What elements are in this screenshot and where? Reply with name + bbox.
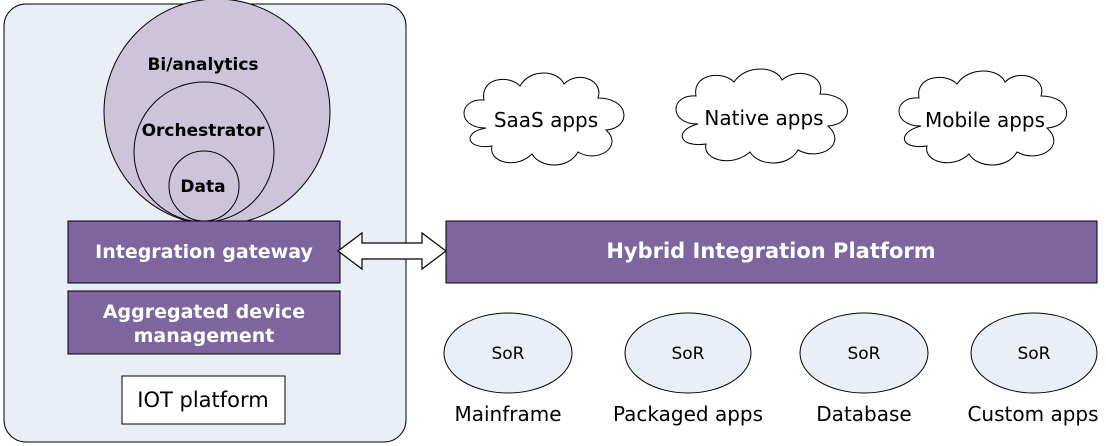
aggregated-device-label-line2: management bbox=[134, 325, 275, 347]
sor-badge: SoR bbox=[671, 344, 704, 364]
iot-platform-label: IOT platform bbox=[137, 388, 268, 412]
sor-packaged-apps: SoR Packaged apps bbox=[613, 312, 763, 426]
aggregated-device-label-line1: Aggregated device bbox=[103, 301, 305, 323]
cloud-native-label: Native apps bbox=[704, 106, 823, 130]
iot-platform-label-box bbox=[121, 375, 286, 425]
sor-badge: SoR bbox=[491, 344, 524, 364]
sor-ellipse bbox=[799, 312, 929, 394]
sor-badge: SoR bbox=[847, 344, 880, 364]
sor-ellipse bbox=[624, 312, 752, 394]
cloud-mobile-label: Mobile apps bbox=[925, 108, 1045, 132]
hybrid-integration-platform-label: Hybrid Integration Platform bbox=[606, 239, 935, 263]
aggregated-device-management-bar bbox=[67, 290, 341, 355]
cloud-saas-label: SaaS apps bbox=[494, 108, 598, 132]
sor-ellipse bbox=[970, 312, 1098, 394]
cloud-icon bbox=[675, 68, 848, 164]
sor-label: Database bbox=[816, 402, 911, 426]
sor-mainframe: SoR Mainframe bbox=[443, 312, 573, 426]
cloud-mobile: Mobile apps bbox=[898, 70, 1067, 166]
cloud-icon bbox=[463, 72, 625, 166]
orchestrator-label: Orchestrator bbox=[142, 121, 265, 141]
integration-gateway-bar bbox=[67, 220, 341, 284]
sor-custom-apps: SoR Custom apps bbox=[967, 312, 1099, 426]
sor-label: Custom apps bbox=[967, 402, 1098, 426]
sor-ellipse bbox=[443, 312, 573, 394]
data-label: Data bbox=[180, 177, 225, 197]
cloud-saas: SaaS apps bbox=[463, 72, 625, 166]
sor-label: Mainframe bbox=[454, 402, 561, 426]
sor-label: Packaged apps bbox=[613, 402, 763, 426]
sor-database: SoR Database bbox=[799, 312, 929, 426]
cloud-icon bbox=[898, 70, 1067, 166]
hybrid-integration-platform-bar bbox=[445, 220, 1098, 284]
integration-gateway-label: Integration gateway bbox=[95, 241, 313, 263]
sor-badge: SoR bbox=[1017, 344, 1050, 364]
cloud-native: Native apps bbox=[675, 68, 848, 164]
bi-analytics-label: Bi/analytics bbox=[147, 55, 258, 75]
